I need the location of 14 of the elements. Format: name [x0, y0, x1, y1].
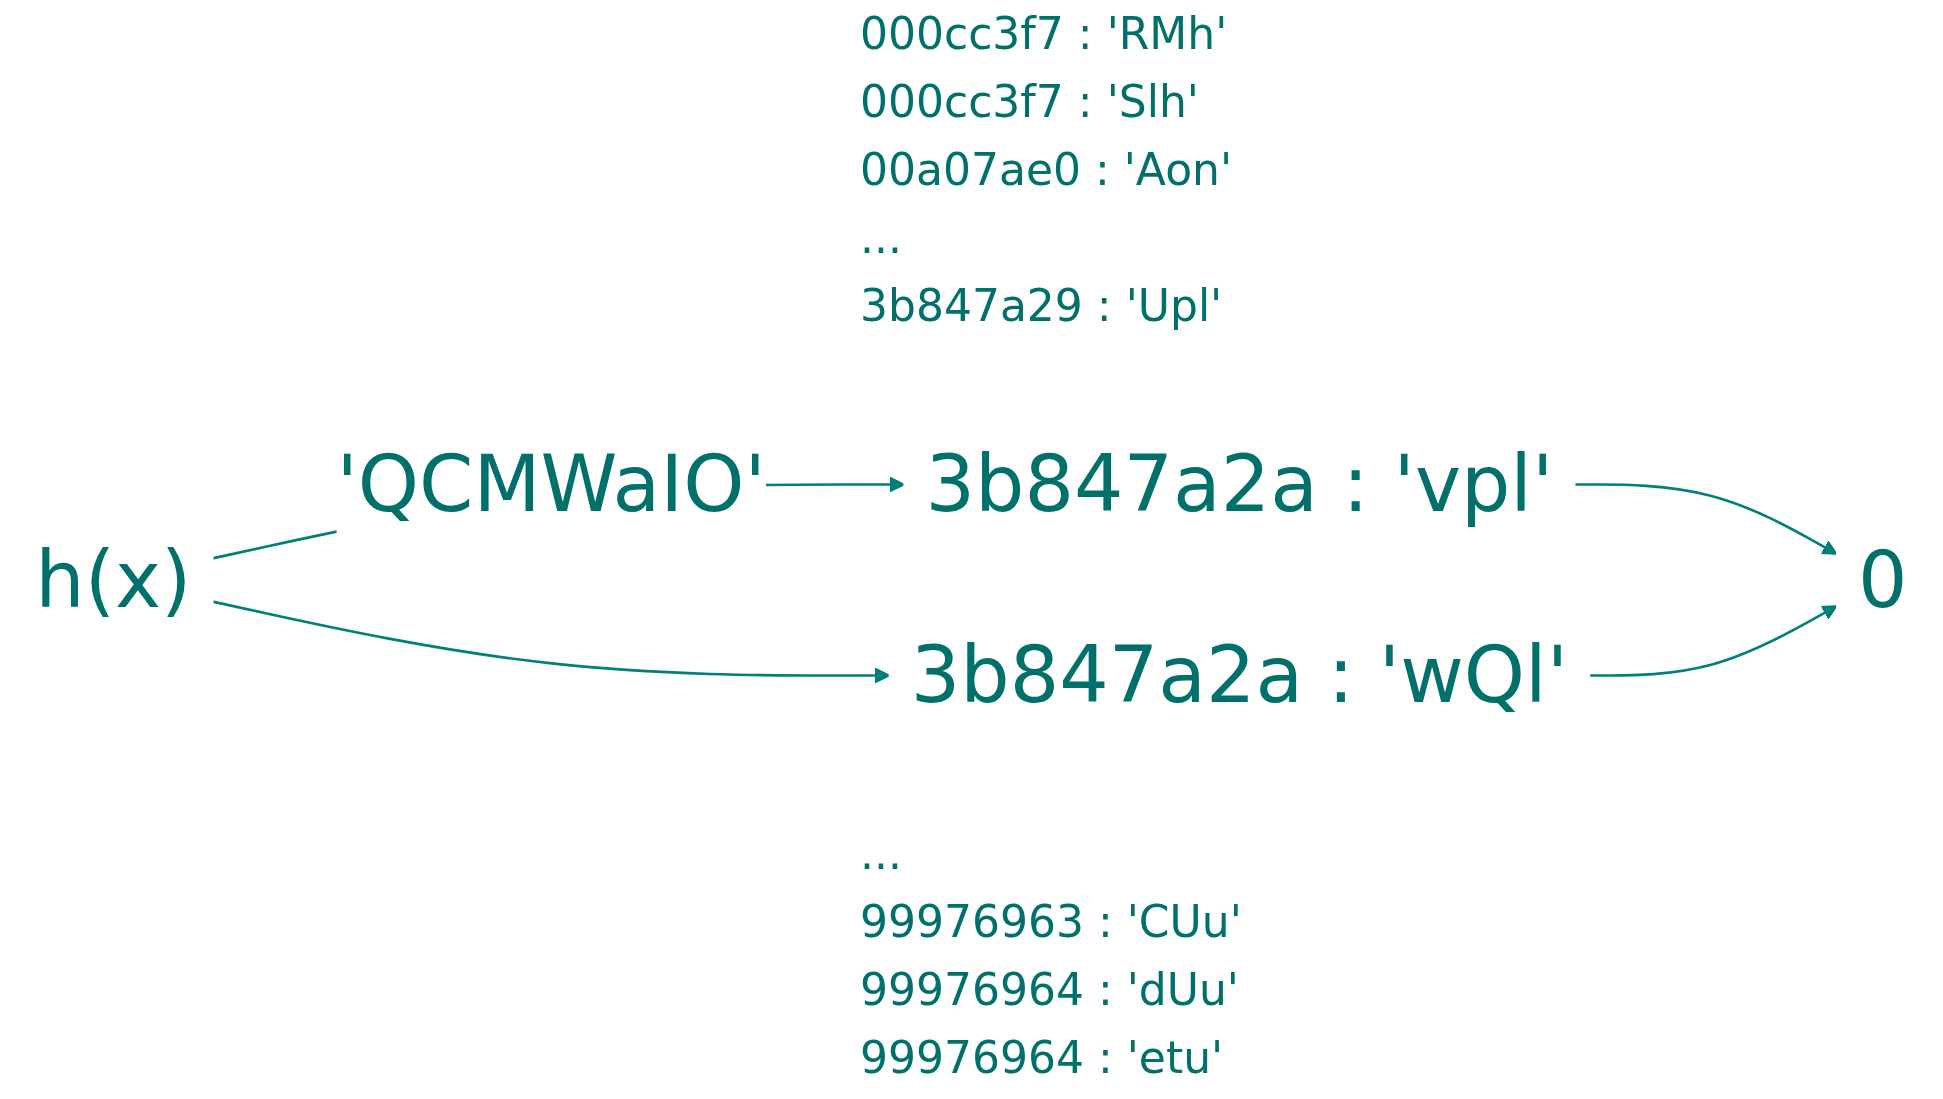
- edge-label: 'QCMWaIO': [336, 438, 766, 529]
- hash-table-entry: 3b847a29 : 'Upl': [860, 279, 1224, 333]
- hash-table-entry: 00a07ae0 : 'Aon': [860, 143, 1233, 197]
- node-text: 0: [1858, 534, 1908, 625]
- node-text: 3b847a2a : 'wQl': [910, 629, 1569, 720]
- node-text: 3b847a2a : 'vpl': [925, 438, 1554, 529]
- hash-table-entry: 000cc3f7 : 'RMh': [860, 7, 1229, 61]
- node-text: h(x): [35, 534, 192, 625]
- hash-table-entry: 99976964 : 'dUu': [860, 963, 1240, 1017]
- ellipsis-text: ...: [860, 827, 903, 881]
- hash-table-entry: 000cc3f7 : 'Slh': [860, 75, 1200, 129]
- hash-table-entry: 99976963 : 'CUu': [860, 895, 1242, 949]
- hash-table-entry: 99976964 : 'etu': [860, 1031, 1225, 1085]
- ellipsis-text: ...: [860, 211, 903, 265]
